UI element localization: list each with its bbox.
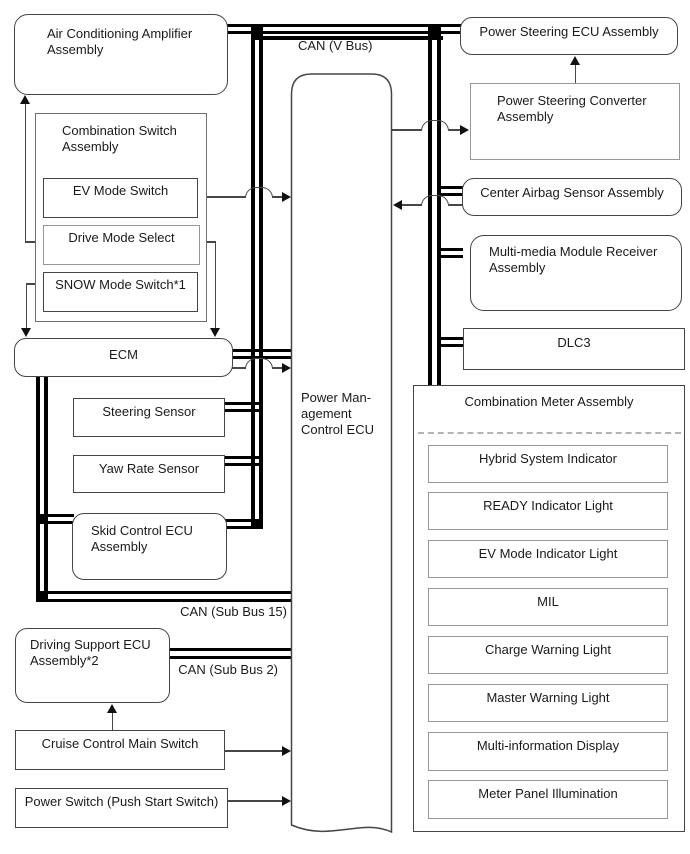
ecm-to-pm-line-b [272, 367, 283, 369]
ev-mode-to-pm-line-a [198, 196, 246, 198]
cruise-to-pm-line [224, 750, 283, 752]
box-center-airbag-sensor: Center Airbag Sensor Assembly [462, 178, 682, 216]
can-sub-bus-2-line [170, 648, 292, 659]
can-sub-bus-15-line [36, 591, 292, 602]
steering-sensor-bus-stub [225, 402, 263, 412]
box-air-conditioning-amplifier: Air Conditioning Amplifier Assembly [14, 14, 228, 95]
hop-arc-airbag-line [421, 194, 449, 206]
skid-control-bus-stub [225, 519, 263, 529]
arrow-snow-into-ecm [21, 328, 31, 337]
box-meter-panel-illumination: Meter Panel Illumination [428, 780, 668, 819]
drive-mode-to-ac-amp-line [24, 104, 26, 242]
box-power-switch: Power Switch (Push Start Switch) [15, 788, 228, 828]
snow-mode-left-line [26, 283, 43, 285]
box-yaw-rate-sensor: Yaw Rate Sensor [73, 455, 225, 493]
pm-to-converter-line-b [449, 129, 461, 131]
hop-arc-ecm-line [245, 357, 273, 369]
can-v-bus-inner-bar [251, 36, 443, 40]
bus-junction [36, 514, 48, 524]
box-multimedia-module-receiver: Multi-media Module Receiver Assembly [470, 235, 682, 311]
pm-to-converter-line-a [391, 129, 422, 131]
box-power-management-control-ecu [290, 73, 393, 834]
box-steering-sensor: Steering Sensor [73, 398, 225, 437]
arrow-cruise-into-pm-ecu [282, 745, 291, 756]
arrow-into-ac-amp [20, 95, 30, 104]
hop-arc-ev-mode-line [245, 186, 273, 198]
arrow-airbag-into-pm-ecu [393, 199, 402, 210]
drive-mode-right-line [199, 241, 216, 243]
can-sub-bus-15-label: CAN (Sub Bus 15) [180, 604, 287, 619]
box-ev-mode-switch: EV Mode Switch [43, 178, 198, 218]
snow-mode-to-ecm-line [25, 283, 27, 328]
box-mil: MIL [428, 588, 668, 626]
drive-mode-to-ecm-line [214, 241, 216, 328]
box-power-steering-ecu: Power Steering ECU Assembly [460, 17, 678, 55]
box-hybrid-system-indicator: Hybrid System Indicator [428, 445, 668, 483]
arrow-ecm-into-pm-ecu [282, 362, 291, 373]
arrow-into-ps-converter [460, 124, 469, 135]
arrow-power-into-pm-ecu [282, 795, 291, 806]
drive-mode-left-line [25, 241, 43, 243]
box-ev-mode-indicator-light: EV Mode Indicator Light [428, 540, 668, 578]
box-skid-control-ecu: Skid Control ECU Assembly [72, 513, 227, 580]
power-switch-to-pm-line [227, 800, 283, 802]
arrow-into-ps-ecu [570, 56, 580, 65]
yaw-rate-sensor-bus-stub [225, 456, 263, 466]
center-airbag-bus-stub [440, 186, 463, 196]
multimedia-bus-stub [440, 248, 463, 258]
combination-meter-divider [418, 432, 681, 434]
box-driving-support-ecu: Driving Support ECU Assembly*2 [15, 628, 170, 703]
bus-junction [36, 591, 48, 602]
box-power-steering-converter: Power Steering Converter Assembly [470, 83, 680, 160]
converter-to-ps-ecu-line [574, 64, 576, 83]
box-drive-mode-select: Drive Mode Select [43, 225, 200, 265]
airbag-to-pm-line-b [449, 204, 463, 206]
bus-junction [428, 24, 441, 40]
ecm-to-pm-line-a [231, 367, 246, 369]
can-v-bus-top-line [227, 24, 462, 34]
cruise-to-driving-support-line [111, 712, 113, 730]
box-ready-indicator-light: READY Indicator Light [428, 492, 668, 530]
bus-junction [251, 24, 263, 40]
box-snow-mode-switch: SNOW Mode Switch*1 [43, 272, 198, 312]
can-bus-vertical-right [428, 26, 441, 387]
box-dlc3: DLC3 [463, 328, 685, 370]
ecm-descending-bus [36, 377, 48, 602]
box-master-warning-light: Master Warning Light [428, 684, 668, 722]
box-cruise-control-main-switch: Cruise Control Main Switch [15, 730, 225, 770]
skid-control-left-bus-stub [36, 514, 74, 524]
can-sub-bus-2-label: CAN (Sub Bus 2) [178, 662, 278, 677]
can-bus-vertical-left [251, 26, 263, 529]
can-v-bus-label: CAN (V Bus) [298, 38, 373, 53]
dlc3-bus-stub [440, 337, 464, 347]
arrow-drive-into-ecm [210, 328, 220, 337]
bus-junction [251, 519, 263, 529]
box-charge-warning-light: Charge Warning Light [428, 636, 668, 674]
arrow-ev-into-pm-ecu [282, 191, 291, 202]
power-management-control-ecu-label: Power Man- agement Control ECU [301, 390, 374, 437]
box-ecm: ECM [14, 338, 233, 377]
ev-mode-to-pm-line-b [272, 196, 283, 198]
airbag-to-pm-line-a [401, 204, 422, 206]
box-multi-information-display: Multi-information Display [428, 732, 668, 771]
arrow-into-driving-support [107, 704, 117, 713]
hop-arc-converter-line [421, 119, 449, 131]
